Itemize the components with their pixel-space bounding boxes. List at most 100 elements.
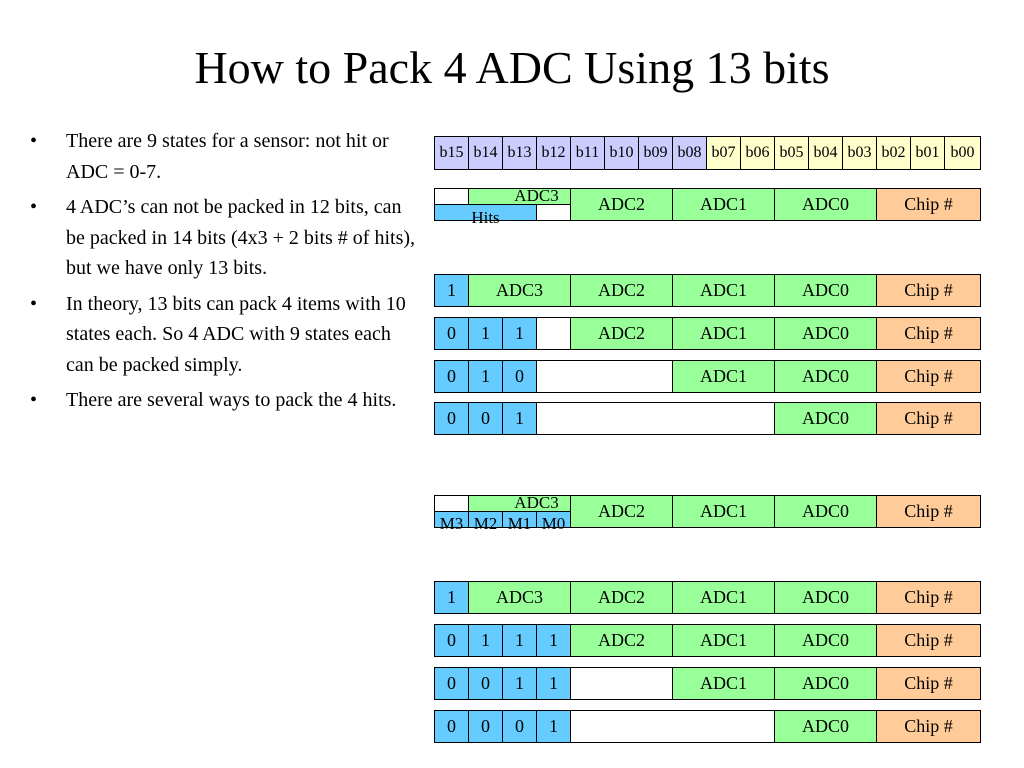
- mask-bit: 1: [536, 667, 571, 700]
- mask-bit-m0: M0: [536, 511, 571, 532]
- adc1-cell: ADC1: [672, 188, 775, 221]
- bit-cell: b03: [842, 136, 877, 170]
- chip-cell: Chip #: [876, 581, 981, 614]
- flag-bit: 0: [434, 402, 469, 435]
- flag-bit: 1: [502, 402, 537, 435]
- flag-bit: 1: [502, 317, 537, 350]
- flag-bit: 0: [434, 360, 469, 393]
- scheme2-row-1hit: 0 0 0 1 ADC0 Chip #: [434, 710, 981, 743]
- unused-bit: [434, 495, 469, 512]
- chip-cell: Chip #: [876, 667, 981, 700]
- mask-bit: 1: [536, 710, 571, 743]
- adc3-label: ADC3: [514, 186, 559, 205]
- scheme1-row-1hit: 0 0 1 ADC0 Chip #: [434, 402, 981, 435]
- bit-cell: b04: [808, 136, 843, 170]
- bit-cell: b05: [774, 136, 809, 170]
- scheme1-row-3hits: 0 1 1 ADC2 ADC1 ADC0 Chip #: [434, 317, 981, 350]
- flag-bit: 1: [468, 360, 503, 393]
- scheme1-layout-row: ADC3 Hits ADC2 ADC1 ADC0 Chip #: [434, 186, 981, 226]
- scheme2-row-2hits: 0 0 1 1 ADC1 ADC0 Chip #: [434, 667, 981, 700]
- mask-bit-m1: M1: [502, 511, 537, 532]
- flag-bit: 1: [468, 317, 503, 350]
- adc3-cell: ADC3: [468, 581, 571, 614]
- adc2-cell: ADC2: [570, 317, 673, 350]
- mask-bit: 0: [502, 710, 537, 743]
- bit-cell: b02: [876, 136, 911, 170]
- unused-bits: [536, 402, 775, 435]
- adc1-cell: ADC1: [672, 360, 775, 393]
- mask-bit-m3: M3: [434, 511, 469, 532]
- adc0-cell: ADC0: [774, 624, 877, 657]
- unused-bits: [536, 360, 673, 393]
- adc0-cell: ADC0: [774, 402, 877, 435]
- adc1-cell: ADC1: [672, 624, 775, 657]
- adc0-cell: ADC0: [774, 317, 877, 350]
- m2-label: M2: [473, 514, 498, 533]
- adc1-cell: ADC1: [672, 667, 775, 700]
- chip-cell: Chip #: [876, 624, 981, 657]
- hits-cell: Hits: [434, 204, 537, 226]
- flag-bit: 0: [502, 360, 537, 393]
- unused-bit: [434, 188, 469, 205]
- bit-cell: b11: [570, 136, 605, 170]
- adc1-cell: ADC1: [672, 317, 775, 350]
- adc0-cell: ADC0: [774, 495, 877, 528]
- bullet-text: There are 9 states for a sensor: not hit…: [66, 130, 389, 183]
- unused-bit: [536, 204, 571, 221]
- bit-cell: b07: [706, 136, 741, 170]
- mask-bit: 1: [502, 667, 537, 700]
- flag-bit: 0: [468, 402, 503, 435]
- flag-bit: 1: [434, 581, 469, 614]
- bit-cell: b13: [502, 136, 537, 170]
- adc3-label: ADC3: [514, 493, 559, 512]
- m0-label: M0: [541, 514, 566, 533]
- bullet-list: • There are 9 states for a sensor: not hi…: [30, 126, 415, 421]
- bullet-text: 4 ADC’s can not be packed in 12 bits, ca…: [66, 196, 416, 279]
- bit-cell: b01: [910, 136, 945, 170]
- slide-title: How to Pack 4 ADC Using 13 bits: [194, 42, 830, 93]
- flag-bit: 1: [434, 274, 469, 307]
- chip-cell: Chip #: [876, 360, 981, 393]
- adc2-cell: ADC2: [570, 274, 673, 307]
- bullet-marker: •: [30, 130, 38, 152]
- mask-bit: 1: [536, 624, 571, 657]
- adc0-cell: ADC0: [774, 360, 877, 393]
- adc1-cell: ADC1: [672, 495, 775, 528]
- m3-label: M3: [439, 514, 464, 533]
- bullet-item: •There are several ways to pack the 4 hi…: [30, 385, 415, 416]
- unused-bit: [536, 317, 571, 350]
- mask-bit: 1: [468, 624, 503, 657]
- scheme2-row-4hits: 1 ADC3 ADC2 ADC1 ADC0 Chip #: [434, 581, 981, 614]
- adc0-cell: ADC0: [774, 667, 877, 700]
- bit-cell: b08: [672, 136, 707, 170]
- bullet-text: In theory, 13 bits can pack 4 items with…: [66, 292, 406, 376]
- m1-label: M1: [507, 514, 532, 533]
- bit-cell: b00: [944, 136, 981, 170]
- chip-cell: Chip #: [876, 188, 981, 221]
- adc2-cell: ADC2: [570, 495, 673, 528]
- adc1-cell: ADC1: [672, 581, 775, 614]
- bit-cell: b10: [604, 136, 639, 170]
- scheme2-row-3hits: 0 1 1 1 ADC2 ADC1 ADC0 Chip #: [434, 624, 981, 657]
- adc0-cell: ADC0: [774, 581, 877, 614]
- scheme2-layout-row: ADC3 M3 M2 M1 M0 ADC2 ADC1 ADC0 Chip #: [434, 493, 981, 532]
- chip-cell: Chip #: [876, 274, 981, 307]
- mask-bit: 0: [468, 710, 503, 743]
- bit-header-row: b15 b14 b13 b12 b11 b10 b09 b08 b07 b06 …: [434, 136, 981, 170]
- bit-cell: b14: [468, 136, 503, 170]
- flag-bit: 0: [434, 317, 469, 350]
- bullet-marker: •: [30, 292, 38, 315]
- chip-cell: Chip #: [876, 402, 981, 435]
- adc0-cell: ADC0: [774, 710, 877, 743]
- mask-bit: 0: [468, 667, 503, 700]
- bullet-item: • 4 ADC’s can not be packed in 12 bits, c…: [30, 192, 415, 284]
- bullet-marker: •: [30, 196, 38, 218]
- hits-label: Hits: [471, 208, 500, 227]
- mask-bit: 0: [434, 710, 469, 743]
- bullet-marker: •: [30, 389, 38, 411]
- adc2-cell: ADC2: [570, 581, 673, 614]
- mask-bit: 0: [434, 624, 469, 657]
- adc2-cell: ADC2: [570, 188, 673, 221]
- bit-cell: b15: [434, 136, 469, 170]
- scheme1-row-4hits: 1 ADC3 ADC2 ADC1 ADC0 Chip #: [434, 274, 981, 307]
